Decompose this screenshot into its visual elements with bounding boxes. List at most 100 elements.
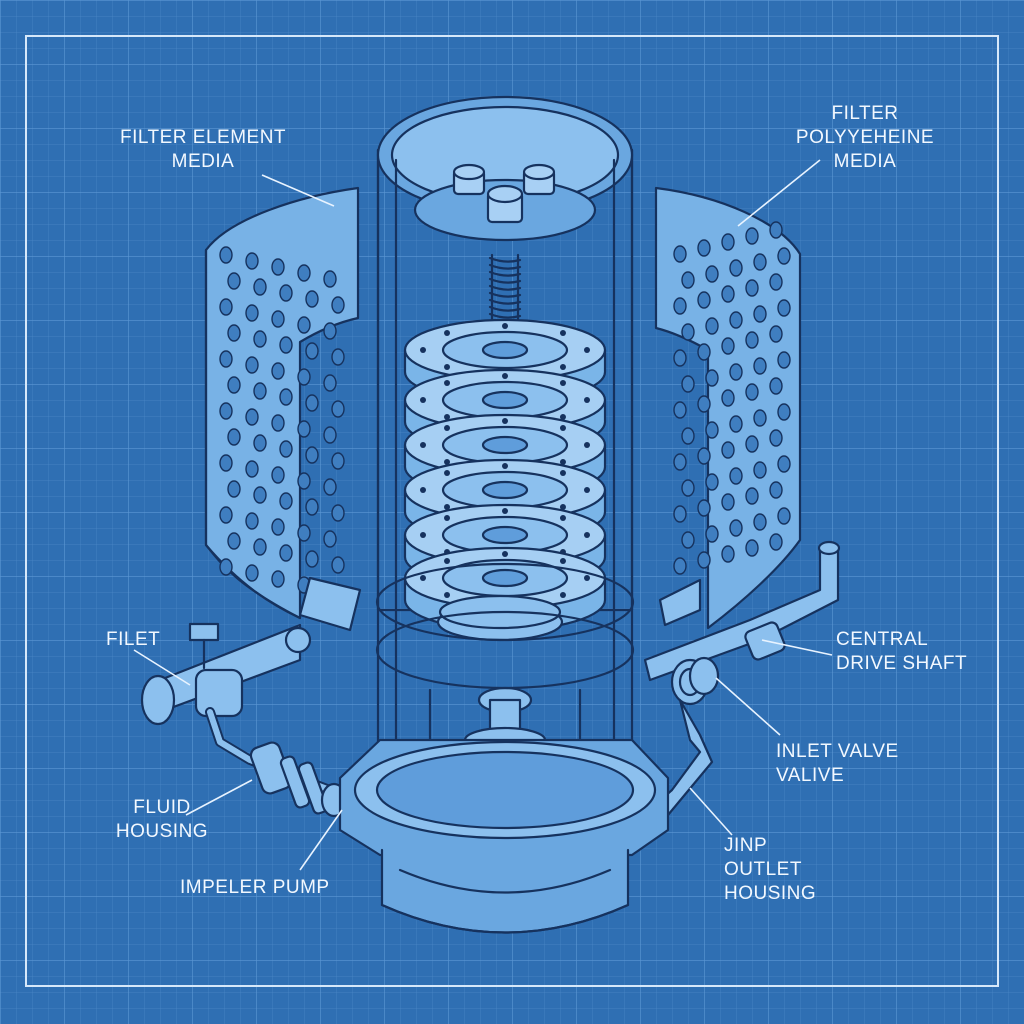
perforation-hole xyxy=(777,247,791,265)
perforation-hole xyxy=(271,518,285,536)
perforation-hole xyxy=(769,481,783,499)
perforation-hole xyxy=(331,400,345,418)
perforation-hole xyxy=(305,446,319,464)
border-frame xyxy=(25,35,999,987)
perforation-hole xyxy=(697,343,711,361)
perforation-hole xyxy=(253,278,267,296)
perforation-hole xyxy=(227,428,241,446)
perforation-hole xyxy=(245,408,259,426)
perforation-hole xyxy=(769,533,783,551)
perforation-hole xyxy=(745,227,759,245)
perforation-hole xyxy=(681,271,695,289)
perforation-hole xyxy=(331,504,345,522)
perforation-hole xyxy=(745,331,759,349)
perforation-hole xyxy=(219,454,233,472)
perforation-hole xyxy=(253,330,267,348)
perforation-hole xyxy=(323,270,337,288)
perforation-hole xyxy=(729,415,743,433)
perforation-hole xyxy=(219,402,233,420)
perforation-hole xyxy=(753,513,767,531)
perforation-hole xyxy=(305,394,319,412)
perforation-hole xyxy=(323,374,337,392)
perforation-hole xyxy=(745,435,759,453)
perforation-hole xyxy=(753,253,767,271)
perforation-hole xyxy=(331,296,345,314)
perforation-hole xyxy=(769,325,783,343)
perforation-hole xyxy=(681,531,695,549)
perforation-hole xyxy=(681,427,695,445)
perforation-hole xyxy=(245,356,259,374)
inlet-valve-body xyxy=(670,656,720,706)
perforation-hole xyxy=(777,403,791,421)
perforation-hole xyxy=(729,519,743,537)
perforation-hole xyxy=(227,480,241,498)
perforation-hole xyxy=(305,290,319,308)
perforation-hole xyxy=(705,421,719,439)
perforation-hole xyxy=(297,420,311,438)
perforation-hole xyxy=(769,377,783,395)
perforation-hole xyxy=(753,409,767,427)
filter-element-left xyxy=(204,186,360,620)
perforation-hole xyxy=(305,342,319,360)
perforation-hole xyxy=(279,440,293,458)
perforation-hole xyxy=(777,455,791,473)
perforation-hole xyxy=(777,299,791,317)
perforation-hole xyxy=(323,426,337,444)
perforation-hole xyxy=(697,239,711,257)
label-fluid-housing: FLUID HOUSING xyxy=(115,797,209,842)
perforation-hole xyxy=(219,246,233,264)
perforation-hole xyxy=(331,348,345,366)
perforation-hole xyxy=(721,389,735,407)
perforation-hole xyxy=(271,414,285,432)
perforation-hole xyxy=(681,323,695,341)
leader-lines xyxy=(133,159,833,871)
perforation-hole xyxy=(721,337,735,355)
perforation-hole xyxy=(745,383,759,401)
impeller-pump-body xyxy=(249,741,348,818)
perforation-hole xyxy=(721,441,735,459)
perforation-hole xyxy=(673,453,687,471)
perforation-hole xyxy=(271,310,285,328)
perforation-hole xyxy=(673,557,687,575)
perforation-hole xyxy=(673,297,687,315)
perforation-hole xyxy=(245,564,259,582)
label-central-drive-shaft: CENTRAL DRIVE SHAFT xyxy=(836,629,968,674)
perforation-hole xyxy=(753,357,767,375)
perforation-hole xyxy=(279,388,293,406)
perforation-hole xyxy=(673,401,687,419)
perforation-hole xyxy=(729,259,743,277)
perforation-hole xyxy=(721,545,735,563)
perforation-hole xyxy=(297,472,311,490)
perforation-hole xyxy=(271,362,285,380)
perforation-hole xyxy=(777,507,791,525)
perforation-hole xyxy=(305,498,319,516)
perforation-hole xyxy=(673,349,687,367)
label-filet: FILET xyxy=(106,629,161,650)
perforation-hole xyxy=(279,336,293,354)
perforation-hole xyxy=(331,452,345,470)
perforation-hole xyxy=(297,264,311,282)
perforation-hole xyxy=(697,447,711,465)
label-inlet-valve: INLET VALVE VALIVE xyxy=(776,741,899,786)
perforation-hole xyxy=(753,305,767,323)
perforation-hole xyxy=(729,467,743,485)
perforation-hole xyxy=(245,252,259,270)
disc-stack xyxy=(403,318,607,632)
perforation-hole xyxy=(673,245,687,263)
perforation-hole xyxy=(753,461,767,479)
perforation-hole xyxy=(323,322,337,340)
filter-element-right xyxy=(654,186,802,630)
perforation-hole xyxy=(227,272,241,290)
perforation-hole xyxy=(745,487,759,505)
perforation-hole xyxy=(245,512,259,530)
perforation-hole xyxy=(297,368,311,386)
perforation-hole xyxy=(705,473,719,491)
perforation-hole xyxy=(279,492,293,510)
label-impeler-pump: IMPELER PUMP xyxy=(180,877,330,898)
perforation-hole xyxy=(697,291,711,309)
perforation-hole xyxy=(697,551,711,569)
perforation-hole xyxy=(305,550,319,568)
perforation-hole xyxy=(279,284,293,302)
